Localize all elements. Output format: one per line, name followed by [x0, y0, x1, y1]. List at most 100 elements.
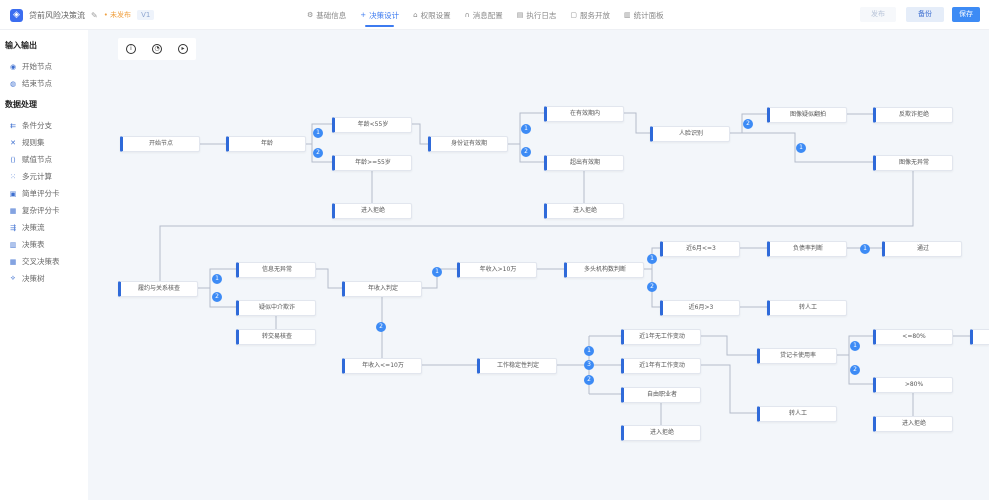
flow-node[interactable]: 多头机构数判断	[564, 262, 644, 278]
flow-node[interactable]: 在有效期内	[544, 106, 624, 122]
flow-node[interactable]: 进入拒绝	[332, 203, 412, 219]
branch-badge[interactable]: 1	[850, 341, 860, 351]
flow-node[interactable]: <=80%	[873, 329, 953, 345]
palette-item[interactable]: ⇶决策流	[9, 222, 44, 233]
branch-badge[interactable]: 1	[432, 267, 442, 277]
branch-badge[interactable]: 1	[212, 274, 222, 284]
branch-badge[interactable]: 2	[850, 365, 860, 375]
branch-badge[interactable]: 1	[647, 254, 657, 264]
flow-node[interactable]	[970, 329, 989, 345]
palette-item[interactable]: ⟡决策树	[9, 273, 45, 284]
flow-node[interactable]: 转人工	[757, 406, 837, 422]
flow-node[interactable]: 年龄>=55岁	[332, 155, 412, 171]
branch-badge[interactable]: 2	[212, 292, 222, 302]
flow-node[interactable]: 自由职业者	[621, 387, 701, 403]
flow-node[interactable]: 年收入判定	[342, 281, 422, 297]
flow-node[interactable]: 年收入<=10万	[342, 358, 422, 374]
palette-item-label: 简单评分卡	[22, 189, 60, 198]
branch-badge[interactable]: 2	[647, 282, 657, 292]
flow-node[interactable]: 图像疑似翻拍	[767, 107, 847, 123]
flow-node[interactable]: 工作稳定性判定	[477, 358, 557, 374]
palette-item[interactable]: ▥决策表	[9, 239, 45, 250]
flow-node[interactable]: 反欺诈拒绝	[873, 107, 953, 123]
branch-badge[interactable]: 1	[796, 143, 806, 153]
flow-node[interactable]: 近1年有工作变动	[621, 358, 701, 374]
branch-badge[interactable]: 1	[860, 244, 870, 254]
tab-3[interactable]: ∩消息配置	[458, 0, 510, 30]
flow-node[interactable]: 负债率判断	[767, 241, 847, 257]
flow-edge	[701, 335, 757, 356]
tab-1[interactable]: +决策设计	[353, 0, 406, 30]
palette-item[interactable]: ✕规则集	[9, 137, 44, 148]
log-icon: ▤	[516, 11, 524, 19]
flow-node[interactable]: 进入拒绝	[621, 425, 701, 441]
flow-node[interactable]: 身份证有效期	[428, 136, 508, 152]
flow-node[interactable]: >80%	[873, 377, 953, 393]
flow-node[interactable]: 年龄<55岁	[332, 117, 412, 133]
flow-node[interactable]: 疑似中介欺诈	[236, 300, 316, 316]
save-button[interactable]: 保存	[952, 7, 980, 22]
palette-item[interactable]: ⇇条件分支	[9, 120, 52, 131]
branch-badge[interactable]: 3	[584, 360, 594, 370]
palette-item[interactable]: ▦交叉决策表	[9, 256, 60, 267]
palette-item[interactable]: ◍结束节点	[9, 78, 52, 89]
flow-node[interactable]: 开始节点	[120, 136, 200, 152]
flow-node[interactable]: 转交易核查	[236, 329, 316, 345]
info-icon[interactable]: i	[126, 44, 136, 54]
palette-item[interactable]: ▦复杂评分卡	[9, 205, 60, 216]
branch-badge[interactable]: 2	[521, 147, 531, 157]
rule-set-icon: ✕	[10, 138, 16, 147]
flow-node[interactable]: 进入拒绝	[873, 416, 953, 432]
tab-4[interactable]: ▤执行日志	[510, 0, 564, 30]
palette-item[interactable]: ◉开始节点	[9, 61, 52, 72]
flow-node[interactable]: 年收入>10万	[457, 262, 537, 278]
tab-5[interactable]: ▢服务开放	[563, 0, 617, 30]
branch-badge[interactable]: 2	[743, 119, 753, 129]
flow-node[interactable]: 超出有效期	[544, 155, 624, 171]
tab-2[interactable]: ⌂权限设置	[406, 0, 457, 30]
tab-0[interactable]: ⚙基础信息	[300, 0, 353, 30]
palette-item-label: 复杂评分卡	[22, 206, 60, 215]
version-badge: V1	[137, 10, 155, 20]
flow-node[interactable]: 近6月<=3	[660, 241, 740, 257]
flow-node[interactable]: 履约与关系核查	[118, 281, 198, 297]
branch-badge[interactable]: 1	[313, 128, 323, 138]
branch-badge[interactable]: 1	[521, 124, 531, 134]
flow-edge	[837, 335, 873, 356]
flow-node[interactable]: 转人工	[767, 300, 847, 316]
backup-button[interactable]: 备份	[906, 7, 944, 22]
flow-edge	[311, 144, 332, 163]
flow-edge	[519, 144, 544, 163]
history-icon[interactable]: ◔	[152, 44, 162, 54]
tab-label: 权限设置	[420, 10, 451, 20]
palette-item[interactable]: ⁙多元计算	[9, 171, 52, 182]
tab-label: 服务开放	[579, 10, 610, 20]
tab-label: 决策设计	[369, 10, 400, 20]
branch-badge[interactable]: 2	[376, 322, 386, 332]
branch-badge[interactable]: 2	[584, 375, 594, 385]
flow-edge	[624, 112, 650, 134]
branch-badge[interactable]: 2	[313, 148, 323, 158]
edit-title-icon[interactable]: ✎	[91, 10, 98, 20]
publish-button[interactable]: 发布	[860, 7, 896, 22]
flow-node[interactable]: 近6月>3	[660, 300, 740, 316]
flow-node[interactable]: 人脸识别	[650, 126, 730, 142]
flow-node[interactable]: 贷记卡使用率	[757, 348, 837, 364]
palette-item[interactable]: ⟨⟩赋值节点	[9, 154, 52, 165]
flow-node[interactable]: 年龄	[226, 136, 306, 152]
flow-node[interactable]: 通过	[882, 241, 962, 257]
flow-edge	[316, 268, 342, 289]
palette-item-label: 决策树	[22, 274, 45, 283]
end-node-icon: ◍	[9, 79, 17, 88]
tab-6[interactable]: ▥统计面板	[617, 0, 671, 30]
play-icon[interactable]: ▸	[178, 44, 188, 54]
palette-item[interactable]: ▣简单评分卡	[9, 188, 60, 199]
node-palette-sidebar: 输入输出◉开始节点◍结束节点数据处理⇇条件分支✕规则集⟨⟩赋值节点⁙多元计算▣简…	[0, 30, 88, 500]
flow-node[interactable]: 进入拒绝	[544, 203, 624, 219]
flow-node[interactable]: 信息无异常	[236, 262, 316, 278]
branch-badge[interactable]: 1	[584, 346, 594, 356]
flow-node[interactable]: 近1年无工作变动	[621, 329, 701, 345]
palette-item-label: 多元计算	[22, 172, 52, 181]
flow-node[interactable]: 图像无异常	[873, 155, 953, 171]
palette-item-label: 开始节点	[22, 62, 52, 71]
